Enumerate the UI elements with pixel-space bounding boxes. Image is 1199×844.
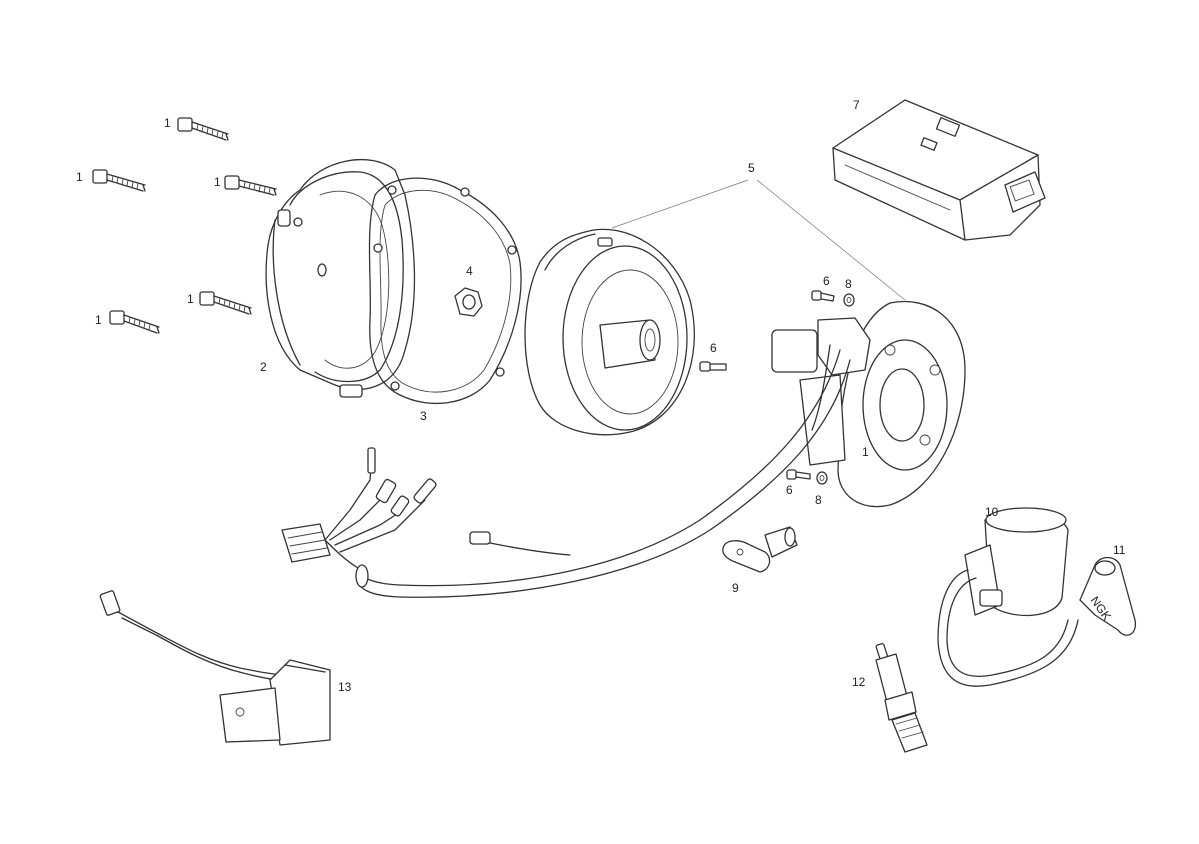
callout-cover: 2 xyxy=(260,360,267,374)
callout-gasket: 3 xyxy=(420,409,427,423)
callout-screw-bottom: 6 xyxy=(786,483,793,497)
callout-labels: 1 1 1 1 1 1 2 3 4 5 6 6 6 7 8 8 9 10 11 … xyxy=(76,98,1126,694)
leader-line-5b xyxy=(756,179,906,301)
ignition-coil-part xyxy=(937,507,1079,687)
callout-bolt-a: 1 xyxy=(164,116,171,130)
bolt-part-1b xyxy=(92,169,146,192)
callout-bolt-c: 1 xyxy=(214,175,221,189)
callout-washer-bottom: 8 xyxy=(815,493,822,507)
callout-ignition-coil: 10 xyxy=(985,505,999,519)
callout-flywheel-group: 5 xyxy=(748,161,755,175)
nut-part xyxy=(454,287,483,317)
wiring-harness xyxy=(281,349,851,598)
callout-bolt-b: 1 xyxy=(76,170,83,184)
leader-line-5a xyxy=(611,179,749,229)
bolt-part-1e xyxy=(109,310,160,334)
callout-regulator: 13 xyxy=(338,680,352,694)
engine-cover-part xyxy=(265,158,416,398)
bolt-part-1d xyxy=(199,291,252,315)
callout-stator-1: 1 xyxy=(862,445,869,459)
gasket-part xyxy=(368,177,522,405)
callout-screw-top: 6 xyxy=(823,274,830,288)
callout-nut: 4 xyxy=(466,264,473,278)
callout-screw-mid: 6 xyxy=(710,341,717,355)
stator-part xyxy=(771,301,966,508)
screw-part-6-mid xyxy=(699,361,727,372)
callout-washer-top: 8 xyxy=(845,277,852,291)
bolt-part-1a xyxy=(177,117,229,141)
callout-pickup: 9 xyxy=(732,581,739,595)
pickup-part xyxy=(722,526,798,573)
plug-cap-part: NGK xyxy=(1079,556,1137,636)
cdi-unit-part xyxy=(832,99,1046,241)
callout-spark-plug: 12 xyxy=(852,675,866,689)
bolt-part-1c xyxy=(224,175,277,196)
regulator-part xyxy=(99,590,331,746)
callout-bolt-d: 1 xyxy=(187,292,194,306)
callout-cdi-unit: 7 xyxy=(853,98,860,112)
screw-washer-bottom xyxy=(786,469,828,485)
callout-bolt-e: 1 xyxy=(95,313,102,327)
screw-washer-top xyxy=(811,290,855,307)
callout-plug-cap: 11 xyxy=(1113,543,1126,557)
flywheel-part xyxy=(524,228,695,436)
spark-plug-part xyxy=(875,643,928,753)
bolt-group xyxy=(92,117,277,334)
